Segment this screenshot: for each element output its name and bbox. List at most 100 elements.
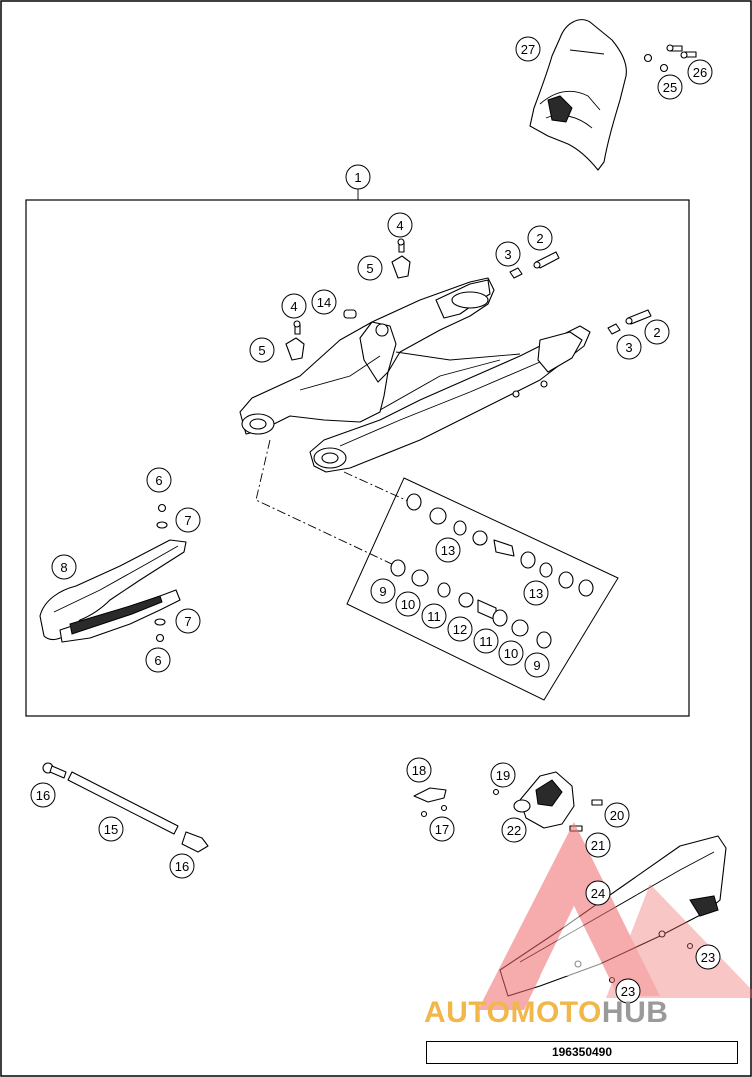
callout-21: 21 [585,832,611,858]
watermark-word-2: MOTO [510,996,602,1029]
callout-15-label: 15 [104,822,118,837]
callout-4-lower: 4 [281,293,307,319]
callout-23-right: 23 [695,944,721,970]
callout-22: 22 [501,817,527,843]
callout-27-label: 27 [521,42,535,57]
callout-26-label: 26 [693,65,707,80]
watermark-logo-triangle [478,822,752,1010]
callout-6-lower: 6 [145,647,171,673]
callout-16-left-label: 16 [36,788,50,803]
watermark-word-3: HUB [601,996,669,1029]
bearing-kit-box [346,477,619,701]
callout-8-label: 8 [60,560,67,575]
callout-11-right-label: 11 [479,634,493,649]
bracket-18 [413,787,448,818]
screw-6-lower [154,618,166,643]
callout-11-right: 11 [473,628,499,654]
callout-10-left: 10 [395,591,421,617]
callout-23-lower: 23 [615,978,641,1004]
callout-15: 15 [98,816,124,842]
callout-12: 12 [447,616,473,642]
callout-12-label: 12 [453,622,467,637]
callout-16-right: 16 [169,853,195,879]
callout-8: 8 [51,554,77,580]
callout-7-upper-label: 7 [184,513,191,528]
callout-2-upper: 2 [527,225,553,251]
callout-14-label: 14 [317,295,331,310]
axle-2-upper [509,251,560,279]
callout-3-upper-label: 3 [504,247,511,262]
callout-2-right: 2 [644,319,670,345]
swingarm-part [239,277,591,473]
callout-13-upper: 13 [435,537,461,563]
callout-24: 24 [585,880,611,906]
callout-26: 26 [687,59,713,85]
chain-guide-22 [492,771,603,832]
callout-10-left-label: 10 [401,597,415,612]
callout-23-right-label: 23 [701,950,715,965]
callout-19-label: 19 [496,768,510,783]
callout-7-upper: 7 [175,507,201,533]
callout-18-label: 18 [412,763,426,778]
callout-1: 1 [345,164,371,190]
callout-13-lower: 13 [523,580,549,606]
callout-25-label: 25 [663,80,677,95]
bolt-4-lower [285,320,305,361]
callout-16-right-label: 16 [175,859,189,874]
callout-20: 20 [604,802,630,828]
callout-4-upper-label: 4 [396,218,403,233]
chain-guard-part [529,19,627,171]
callout-25: 25 [657,74,683,100]
callout-3-upper: 3 [495,241,521,267]
callout-2-upper-label: 2 [536,231,543,246]
watermark-word-1: AUTO [424,996,511,1029]
callout-16-left: 16 [30,782,56,808]
callout-13-upper-label: 13 [441,543,455,558]
pivot-axle-15 [42,762,209,853]
watermark-logo-text: AUTOMOTOHUB [424,996,668,1030]
callout-2-right-label: 2 [653,325,660,340]
callout-17: 17 [429,816,455,842]
callout-10-right-label: 10 [504,646,518,661]
axis-line-right [343,471,411,503]
callout-5-lower-label: 5 [258,343,265,358]
callout-17-label: 17 [435,822,449,837]
callout-24-label: 24 [591,886,605,901]
callout-13-lower-label: 13 [529,586,543,601]
callout-4-upper: 4 [387,212,413,238]
callout-20-label: 20 [610,808,624,823]
chain-slider-8 [39,539,187,643]
callout-5-lower: 5 [249,337,275,363]
callout-6-upper-label: 6 [155,473,162,488]
bearing-kit-upper-row [406,493,594,597]
callout-27: 27 [515,36,541,62]
swingarm-group-box [25,199,690,717]
screw-6-upper [156,503,168,529]
bearing-kit-lower-row [390,559,552,649]
callout-9-right-label: 9 [533,658,540,673]
bolt-4-upper [391,238,411,279]
callout-1-label: 1 [354,170,361,185]
callout-7-lower-label: 7 [184,614,191,629]
screw-26 [666,44,697,59]
axle-2-right [607,309,652,335]
callout-7-lower: 7 [175,608,201,634]
callout-19: 19 [490,762,516,788]
callout-6-upper: 6 [146,467,172,493]
callout-11-left-label: 11 [427,609,441,624]
callout-9-left: 9 [370,578,396,604]
callout-22-label: 22 [507,823,521,838]
callout-4-lower-label: 4 [290,299,297,314]
drawing-number: 196350490 [426,1041,738,1064]
callout-3-right: 3 [616,334,642,360]
nut-25 [643,53,669,73]
callout-21-label: 21 [591,838,605,853]
callout-3-right-label: 3 [625,340,632,355]
callout-5-upper: 5 [357,255,383,281]
pin-14 [343,309,357,319]
callout-14: 14 [311,289,337,315]
callout-18: 18 [406,757,432,783]
callout-23-lower-label: 23 [621,984,635,999]
